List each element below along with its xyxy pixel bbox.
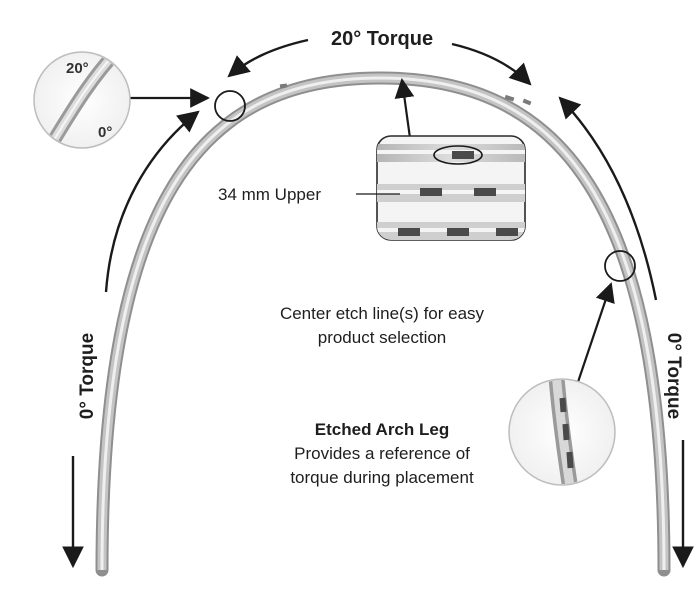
right-torque-label: 0° Torque bbox=[662, 333, 684, 419]
right-inset-pointer bbox=[578, 284, 611, 382]
right-up-arrow bbox=[560, 98, 656, 300]
leg-title: Etched Arch Leg bbox=[315, 420, 449, 440]
right-inset bbox=[509, 372, 615, 500]
top-torque-label: 20° Torque bbox=[331, 28, 433, 51]
center-etch-line2: product selection bbox=[318, 328, 447, 348]
top-right-arrow bbox=[452, 44, 530, 84]
center-etch-line1: Center etch line(s) for easy bbox=[280, 304, 484, 324]
middle-inset bbox=[377, 136, 525, 240]
left-torque-label: 0° Torque bbox=[77, 333, 99, 419]
upper-size-label: 34 mm Upper bbox=[218, 185, 321, 205]
inset-top-value: 20° bbox=[66, 60, 89, 77]
inset-bottom-value: 0° bbox=[98, 124, 112, 141]
leg-desc-line2: torque during placement bbox=[290, 468, 473, 488]
top-left-arrow bbox=[229, 40, 308, 76]
leg-desc-line1: Provides a reference of bbox=[294, 444, 470, 464]
left-inset bbox=[34, 40, 130, 150]
mid-inset-pointer bbox=[402, 80, 410, 138]
left-up-arrow bbox=[106, 112, 198, 292]
